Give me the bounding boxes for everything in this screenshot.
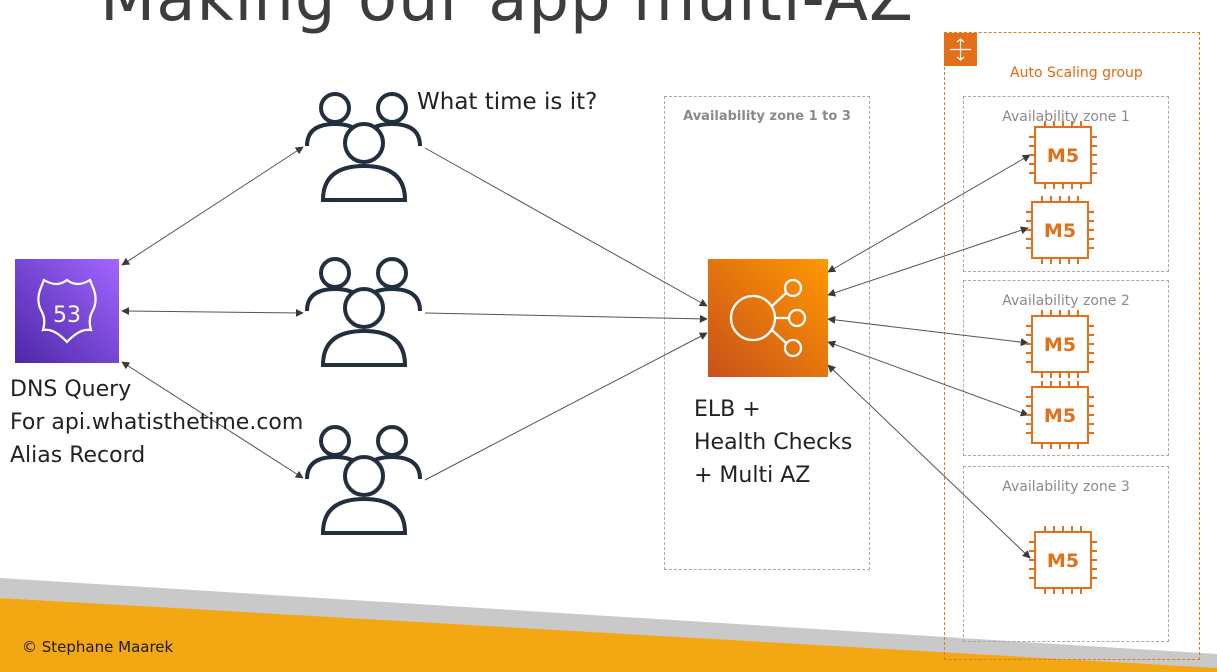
elb-line-3: + Multi AZ <box>694 463 811 488</box>
user-group-bottom-icon <box>305 425 422 535</box>
ec2-instance-2-label: M5 <box>1044 220 1076 242</box>
footer-orange-stripe <box>0 598 1217 672</box>
route53-description: DNS Query For api.whatisthetime.com Alia… <box>10 373 303 472</box>
connector-user-top-elb <box>424 147 708 307</box>
slide-title: Making our app multi-AZ <box>100 0 914 36</box>
auto-scaling-group-label: Auto Scaling group <box>1010 65 1143 81</box>
connector-user-middle-elb <box>424 312 708 323</box>
ec2-instance-5-label: M5 <box>1047 550 1079 572</box>
user-group-middle-icon <box>305 257 422 367</box>
ec2-instance-3-label: M5 <box>1044 334 1076 356</box>
connector-user-bottom-elb <box>424 332 708 481</box>
question-text: What time is it? <box>417 89 598 115</box>
route53-icon <box>15 259 119 363</box>
connector-elb-instance-1 <box>827 154 1031 273</box>
route53-line-3: Alias Record <box>10 443 146 468</box>
elb-zone-label: Availability zone 1 to 3 <box>683 109 851 124</box>
footer-gray-stripe <box>0 578 1217 672</box>
ec2-instance-1-label: M5 <box>1047 145 1079 167</box>
availability-zone-2-label: Availability zone 2 <box>1002 293 1130 309</box>
route53-line-2: For api.whatisthetime.com <box>10 410 304 435</box>
elb-line-2: Health Checks <box>694 430 853 455</box>
connector-route53-user-bottom <box>121 361 304 479</box>
connector-route53-user-top <box>121 146 304 266</box>
ec2-instance-5 <box>1029 526 1097 594</box>
ec2-instance-2 <box>1026 196 1094 264</box>
ec2-instance-4 <box>1026 381 1094 449</box>
availability-zone-1-label: Availability zone 1 <box>1002 109 1130 125</box>
connector-route53-user-middle <box>121 307 304 317</box>
connector-elb-instance-4 <box>827 340 1029 417</box>
elb-line-1: ELB + <box>694 397 761 422</box>
ec2-instance-1 <box>1029 121 1097 189</box>
ec2-instance-3 <box>1026 310 1094 378</box>
auto-scaling-icon <box>944 33 977 66</box>
user-group-top-icon <box>305 92 422 202</box>
connector-elb-instance-2 <box>827 226 1029 297</box>
ec2-instance-4-label: M5 <box>1044 405 1076 427</box>
elb-description: ELB + Health Checks + Multi AZ <box>694 393 852 492</box>
connector-elb-instance-5 <box>827 364 1031 559</box>
route53-badge: 53 <box>53 303 81 328</box>
footer-band <box>0 578 1217 672</box>
copyright: © Stephane Maarek <box>22 638 174 656</box>
connector-elb-instance-3 <box>827 315 1029 347</box>
elb-icon <box>708 259 828 377</box>
route53-line-1: DNS Query <box>10 377 132 402</box>
availability-zone-3-label: Availability zone 3 <box>1002 479 1130 495</box>
